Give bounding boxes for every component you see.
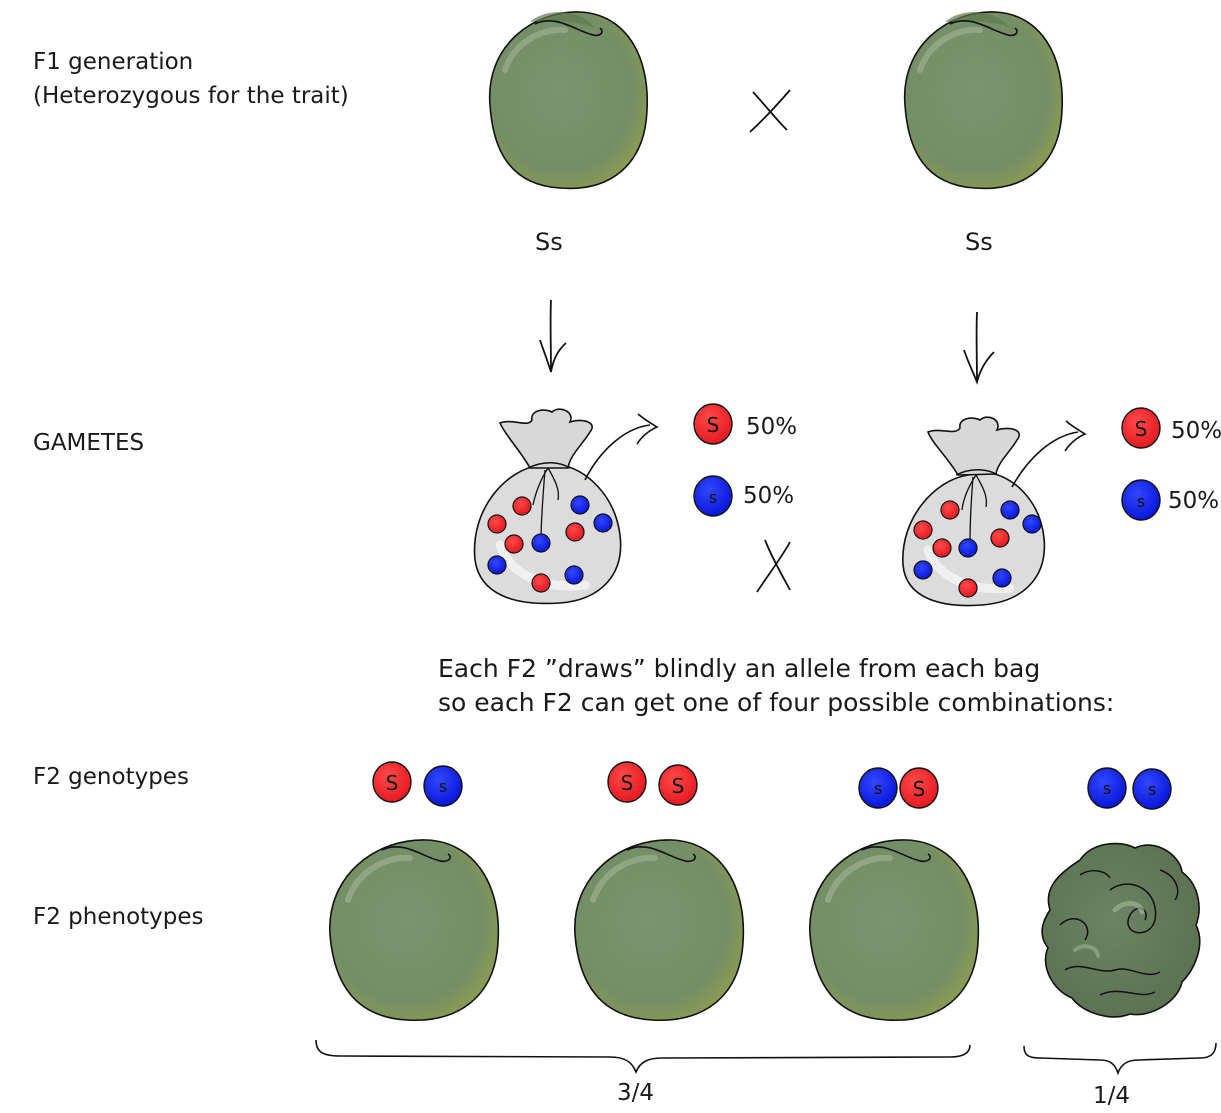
svg-text:s: s (709, 488, 717, 507)
bag-left-recessive-percent: 50% (743, 483, 795, 509)
allele-bead-S-left: S (693, 403, 733, 445)
f2-genotype-2: S S (607, 761, 698, 806)
f2-genotype-3: s S (858, 767, 939, 809)
cross-mark-parents (749, 89, 791, 133)
f2-genotypes-label: F2 genotypes (33, 764, 189, 790)
f2-genotype-1: S s (372, 761, 463, 807)
parent-pea-right (903, 11, 1063, 190)
down-arrow-right (963, 311, 995, 385)
allele-bead-s-right: s (1121, 479, 1161, 521)
down-arrow-left (539, 299, 567, 373)
svg-text:S: S (1135, 417, 1148, 441)
svg-text:S: S (621, 771, 634, 795)
brace-dominant (315, 1039, 971, 1075)
parent-left-genotype: Ss (535, 228, 563, 256)
f1-generation-label: F1 generation (Heterozygous for the trai… (33, 49, 349, 109)
cross-mark-gametes (756, 539, 791, 593)
draw-caption: Each F2 ”draws” blindly an allele from e… (438, 654, 1115, 717)
f2-pea-smooth-3 (809, 839, 980, 1021)
svg-text:s: s (1103, 779, 1111, 798)
bag-right-beads (913, 500, 1042, 598)
gamete-bag-left (473, 408, 659, 605)
brace-recessive (1023, 1042, 1217, 1076)
f2-phenotypes-label: F2 phenotypes (33, 904, 204, 930)
svg-text:S: S (913, 777, 926, 801)
f2-genotype-4: s s (1087, 767, 1172, 810)
gametes-label: GAMETES (33, 430, 145, 456)
bag-left-dominant-percent: 50% (746, 414, 798, 440)
dominant-ratio: 3/4 (617, 1080, 655, 1106)
parent-right-genotype: Ss (965, 228, 993, 256)
svg-text:S: S (386, 771, 399, 795)
f2-pea-smooth-1 (329, 839, 500, 1021)
svg-text:s: s (1137, 492, 1145, 511)
parent-pea-left (488, 11, 648, 190)
gamete-bag-right (902, 416, 1087, 607)
bag-left-beads (487, 495, 613, 593)
recessive-ratio: 1/4 (1093, 1083, 1131, 1109)
svg-text:s: s (1148, 780, 1156, 799)
f2-pea-wrinkled (1041, 842, 1201, 1018)
f2-pea-smooth-2 (574, 839, 745, 1021)
bag-right-dominant-percent: 50% (1171, 418, 1221, 444)
bag-right-recessive-percent: 50% (1168, 488, 1220, 514)
svg-text:S: S (672, 774, 685, 798)
allele-bead-s-left: s (693, 475, 733, 517)
svg-text:S: S (707, 413, 720, 437)
svg-text:s: s (874, 779, 882, 798)
allele-bead-S-right: S (1121, 407, 1161, 449)
svg-text:s: s (439, 777, 447, 796)
